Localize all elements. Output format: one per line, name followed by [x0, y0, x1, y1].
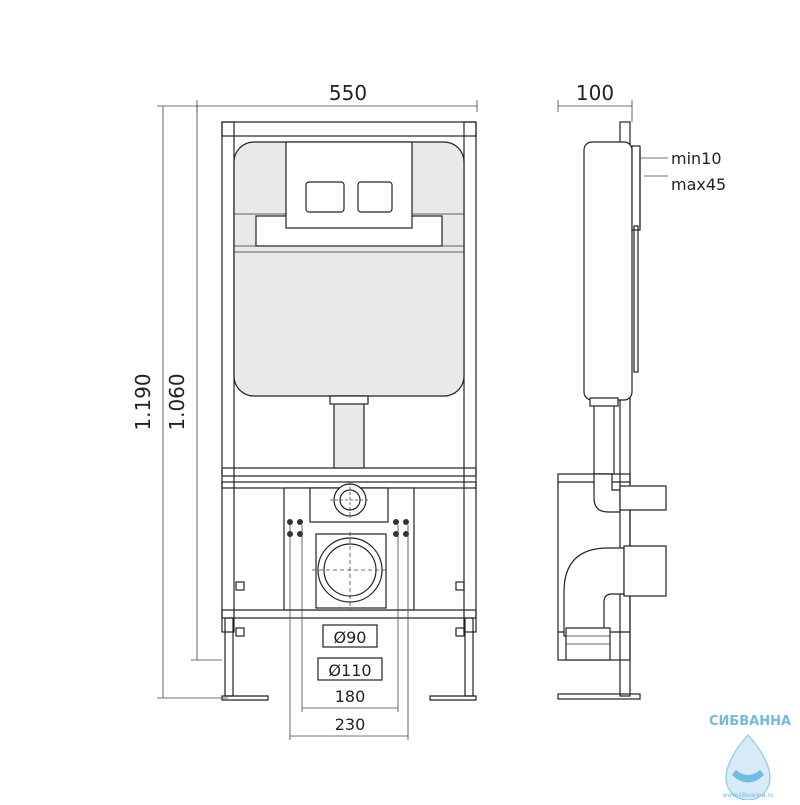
side-dimensions: 100 min10 max45	[557, 81, 726, 194]
flush-plate	[285, 141, 413, 229]
pipe-small-label: Ø90	[334, 628, 367, 647]
pipe-label-box-110	[317, 657, 383, 681]
depth-min-label: min10	[671, 149, 722, 168]
frame-right-post	[463, 121, 477, 633]
flush-button-large	[357, 181, 393, 213]
flush-button-small	[305, 181, 345, 213]
flush-pipe	[333, 395, 365, 469]
leg-left	[224, 617, 234, 697]
side-flush-pipe	[593, 399, 615, 475]
logo-text: СИБВАННА	[709, 714, 791, 729]
bolt-hole	[297, 519, 303, 525]
dim-depth-label: 100	[576, 81, 614, 105]
side-cistern	[583, 141, 633, 401]
side-drain-connector	[623, 545, 667, 597]
logo-url: www.sibvanna.ru	[722, 792, 774, 799]
side-plate-rod	[633, 225, 639, 373]
screw	[235, 627, 245, 637]
dim-230-label: 230	[335, 715, 366, 734]
side-water-elbow	[593, 473, 621, 513]
screw	[235, 581, 245, 591]
depth-max-label: max45	[671, 175, 726, 194]
side-screws	[235, 581, 465, 637]
side-frame-post	[619, 121, 631, 697]
leg-right	[464, 617, 474, 697]
side-drain-elbow	[563, 547, 625, 637]
water-drop-icon	[725, 734, 771, 801]
frame-top-rail	[221, 121, 477, 137]
bolt-hole	[297, 531, 303, 537]
frame-left-post	[221, 121, 235, 633]
frame-bottom-rail	[221, 609, 477, 619]
watermark-logo: СИБВАННА www.sibvanna.ru	[709, 714, 791, 801]
bolt-hole	[403, 531, 409, 537]
foot-left	[221, 695, 269, 701]
pipe-label-box-90	[322, 624, 378, 648]
dim-height-total-label: 1.190	[131, 373, 155, 430]
side-view	[557, 121, 667, 700]
front-dimensions: 550 1.190 1.060 180 230	[131, 81, 478, 740]
screw	[455, 581, 465, 591]
dim-height-frame-label: 1.060	[165, 373, 189, 430]
bolt-hole	[287, 519, 293, 525]
bathtub-icon	[732, 770, 764, 783]
bolt-holes	[287, 519, 409, 537]
side-flush-plate	[631, 145, 641, 231]
side-flush-collar	[589, 397, 619, 407]
foot-right	[429, 695, 477, 701]
frame-middle-rail	[221, 467, 477, 477]
side-foot	[557, 693, 641, 700]
bolt-hole	[393, 519, 399, 525]
side-water-connector	[619, 485, 667, 511]
dim-180-label: 180	[335, 687, 366, 706]
dim-width-label: 550	[329, 81, 367, 105]
bolt-hole	[403, 519, 409, 525]
bolt-hole	[393, 531, 399, 537]
flush-pipe-collar	[329, 395, 369, 405]
pipe-large-label: Ø110	[328, 661, 371, 680]
screw	[455, 627, 465, 637]
front-view: Ø90 Ø110	[221, 121, 477, 701]
